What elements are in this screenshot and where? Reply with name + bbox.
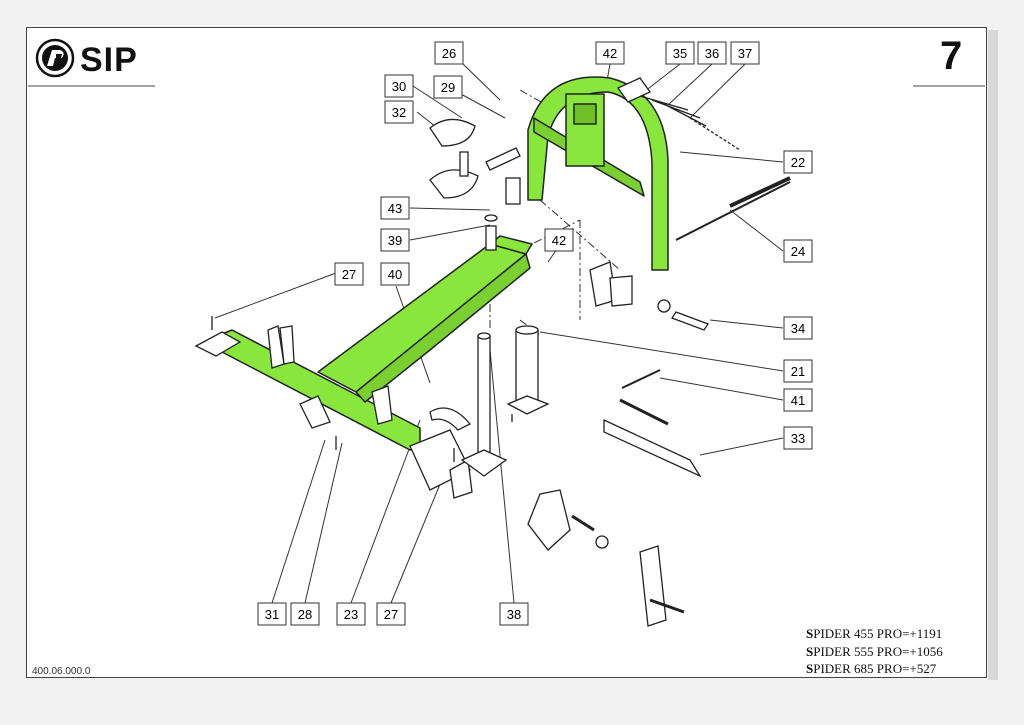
svg-text:34: 34 bbox=[791, 321, 805, 336]
svg-text:23: 23 bbox=[344, 607, 358, 622]
callout-30: 30 bbox=[384, 74, 414, 98]
callout-22: 22 bbox=[783, 150, 813, 174]
svg-text:42: 42 bbox=[603, 46, 617, 61]
callout-31: 31 bbox=[257, 602, 287, 626]
callout-27-left: 27 bbox=[334, 262, 364, 286]
svg-text:27: 27 bbox=[342, 267, 356, 282]
svg-text:37: 37 bbox=[738, 46, 752, 61]
leader-lines bbox=[214, 63, 784, 604]
svg-text:32: 32 bbox=[392, 105, 406, 120]
callout-41: 41 bbox=[783, 388, 813, 412]
callout-42-mid: 42 bbox=[544, 228, 574, 252]
svg-text:22: 22 bbox=[791, 155, 805, 170]
svg-text:29: 29 bbox=[441, 80, 455, 95]
callout-24: 24 bbox=[783, 239, 813, 263]
callout-33: 33 bbox=[783, 426, 813, 450]
callout-23: 23 bbox=[336, 602, 366, 626]
svg-text:42: 42 bbox=[552, 233, 566, 248]
callout-38: 38 bbox=[499, 602, 529, 626]
callout-37: 37 bbox=[730, 41, 760, 65]
svg-text:43: 43 bbox=[388, 201, 402, 216]
page-number: 7 bbox=[940, 34, 963, 78]
svg-text:27: 27 bbox=[384, 607, 398, 622]
callout-43: 43 bbox=[380, 196, 410, 220]
svg-text:38: 38 bbox=[507, 607, 521, 622]
callout-labels: 26 42 35 36 37 30 29 32 22 43 39 42 24 2… bbox=[257, 41, 813, 626]
svg-text:39: 39 bbox=[388, 233, 402, 248]
callout-27-bottom: 27 bbox=[376, 602, 406, 626]
callout-40: 40 bbox=[380, 262, 410, 286]
model-line-555: SPIDER 555 PRO=+1056 bbox=[806, 644, 943, 659]
model-line-685: SPIDER 685 PRO=+527 bbox=[806, 661, 937, 676]
svg-text:30: 30 bbox=[392, 79, 406, 94]
page-shadow bbox=[988, 30, 998, 680]
document-code: 400.06.000.0 bbox=[32, 666, 91, 677]
svg-text:26: 26 bbox=[442, 46, 456, 61]
callout-36: 36 bbox=[697, 41, 727, 65]
callout-29: 29 bbox=[433, 75, 463, 99]
svg-text:35: 35 bbox=[673, 46, 687, 61]
headstock-arch bbox=[527, 76, 669, 271]
svg-text:28: 28 bbox=[298, 607, 312, 622]
svg-text:33: 33 bbox=[791, 431, 805, 446]
callout-34: 34 bbox=[783, 316, 813, 340]
brand-name: SIP bbox=[80, 41, 138, 79]
callout-28: 28 bbox=[290, 602, 320, 626]
callout-26: 26 bbox=[434, 41, 464, 65]
svg-text:21: 21 bbox=[791, 364, 805, 379]
svg-text:36: 36 bbox=[705, 46, 719, 61]
sip-logo-icon bbox=[35, 38, 75, 78]
parts-sheet bbox=[26, 27, 987, 678]
model-line-455: SPIDER 455 PRO=+1191 bbox=[806, 626, 943, 641]
callout-35: 35 bbox=[665, 41, 695, 65]
svg-text:31: 31 bbox=[265, 607, 279, 622]
callout-21: 21 bbox=[783, 359, 813, 383]
svg-text:24: 24 bbox=[791, 244, 805, 259]
mechanical-parts bbox=[194, 77, 791, 627]
callout-39: 39 bbox=[380, 228, 410, 252]
callout-32: 32 bbox=[384, 100, 414, 124]
svg-text:40: 40 bbox=[388, 267, 402, 282]
svg-text:41: 41 bbox=[791, 393, 805, 408]
callout-42-top: 42 bbox=[595, 41, 625, 65]
